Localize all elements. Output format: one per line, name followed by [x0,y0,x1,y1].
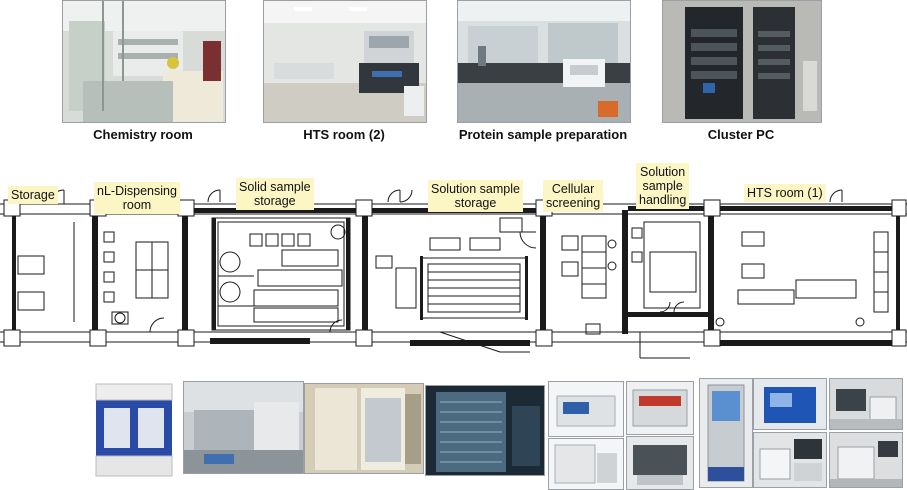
photo-solid-sample-storage [304,383,424,474]
solution-handling-robot-2-image [627,437,693,489]
photo-hts-workstation-1 [829,378,903,430]
nl-dispensing-room-image [184,382,303,473]
caption-hts-room-2: HTS room (2) [303,127,385,142]
photo-dispensing-robot [92,380,176,478]
dispensing-robot-image [92,380,176,478]
cluster-pc-image [663,1,821,122]
solution-handling-robot-1-image [627,382,693,434]
caption-cluster-pc: Cluster PC [707,127,775,142]
photo-protein-sample-preparation [457,0,631,123]
caption-chemistry-room: Chemistry room [93,127,193,142]
hts-robot-tower-image [700,379,752,487]
hts-reader-blue-image [754,379,826,429]
photo-chemistry-room [62,0,226,123]
floor-plan-drawing [0,189,907,359]
solid-sample-storage-image [305,384,423,473]
caption-protein-sample-preparation: Protein sample preparation [458,127,628,142]
hts-room-2-image [264,1,426,122]
cellular-screening-reader-image [549,382,623,436]
photo-solution-handling-robot-1 [626,381,694,435]
photo-nl-dispensing-room [183,381,304,474]
photo-hts-reader-blue [753,378,827,430]
photo-cellular-screening-reader [548,381,624,437]
floor-plan [0,172,907,370]
protein-sample-preparation-image [458,1,630,122]
room-label-hts-room-1: HTS room (1) [744,184,826,202]
photo-cluster-pc [662,0,822,123]
solution-sample-storage-image [426,386,544,475]
hts-workstation-2-image [830,433,902,487]
photo-hts-room-2 [263,0,427,123]
hts-imager-image [754,433,826,487]
cellular-screening-imager-image [549,439,623,489]
photo-cellular-screening-imager [548,438,624,490]
photo-hts-robot-tower [699,378,753,488]
photo-solution-sample-storage [425,385,545,476]
photo-solution-handling-robot-2 [626,436,694,490]
photo-hts-imager [753,432,827,488]
photo-hts-workstation-2 [829,432,903,488]
chemistry-room-image [63,1,225,122]
room-label-storage: Storage [8,186,58,204]
hts-workstation-1-image [830,379,902,429]
